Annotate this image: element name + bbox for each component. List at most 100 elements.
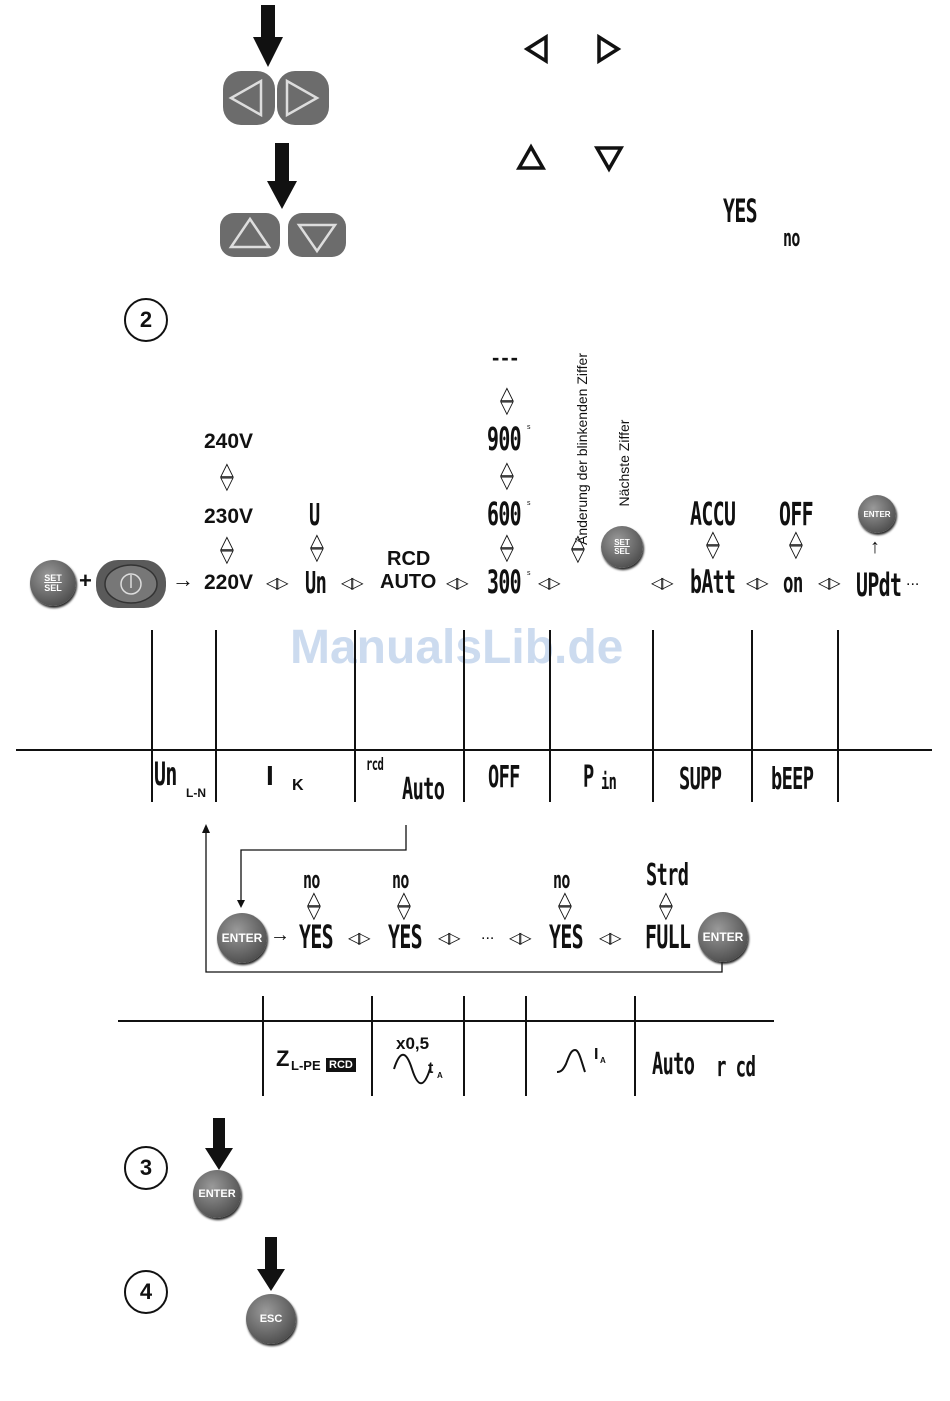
esc-button[interactable]: ESC <box>246 1294 296 1344</box>
table2-divider <box>463 996 465 1096</box>
set-label: SET <box>44 573 62 583</box>
dots-top: --- <box>492 345 520 370</box>
voltage-230: 230V <box>204 505 254 528</box>
table1-beep: bEEP <box>771 762 814 797</box>
up-down-icon: △▽ <box>500 530 514 564</box>
left-right-icon: ◁▷ <box>446 575 469 592</box>
down-arrow-icon <box>267 143 297 209</box>
auto-label: AUTO <box>380 571 437 593</box>
ellipsis: ... <box>906 572 920 589</box>
up-arrow-icon <box>228 216 272 249</box>
down-arrow-icon <box>205 1118 233 1170</box>
voltage-220: 220V <box>204 571 254 594</box>
up-down-icon: △▽ <box>397 888 411 922</box>
left-right-icon: ◁▷ <box>818 575 841 592</box>
table1-divider <box>837 630 839 802</box>
yes-segment: YES <box>549 918 584 956</box>
left-triangle-icon <box>523 33 548 65</box>
down-arrow-icon <box>253 5 283 67</box>
enter-button[interactable]: ENTER <box>858 495 896 533</box>
enter-label: ENTER <box>198 1188 236 1200</box>
seconds-mark: s <box>527 424 531 431</box>
table1-divider <box>354 630 356 802</box>
ia-label: I <box>594 1046 599 1063</box>
table1-in-sub: in <box>601 770 617 795</box>
enter-button-step3[interactable]: ENTER <box>193 1170 241 1218</box>
up-down-icon: △▽ <box>706 527 720 561</box>
updt-segment: UPdt <box>856 566 902 604</box>
left-right-icon: ◁▷ <box>266 575 289 592</box>
table2-rcd: r cd <box>716 1050 756 1083</box>
power-icon <box>120 573 142 595</box>
no-segment: no <box>553 866 570 894</box>
table1-divider <box>751 630 753 802</box>
up-down-buttons-diagram <box>220 143 346 257</box>
sel-label: SEL <box>614 547 630 556</box>
table1-un: Un <box>154 755 177 793</box>
left-right-icon: ◁▷ <box>538 575 561 592</box>
left-right-buttons-diagram <box>223 5 329 125</box>
up-down-icon: △▽ <box>500 458 514 492</box>
table1-divider <box>463 630 465 802</box>
enter-button-right[interactable]: ENTER <box>698 912 748 962</box>
set-sel-button-2[interactable]: SET SEL <box>601 526 643 568</box>
table2-hline <box>118 1020 774 1022</box>
up-down-icon: △▽ <box>220 532 234 566</box>
off-segment: OFF <box>779 495 814 533</box>
yes-segment: YES <box>388 918 423 956</box>
time-900: 900 <box>487 420 522 458</box>
right-arrow: → <box>270 924 290 946</box>
ia-sub: A <box>600 1056 606 1065</box>
up-arrow: ↑ <box>870 536 880 558</box>
table2-divider <box>262 996 264 1096</box>
on-segment: on <box>783 566 803 599</box>
set-sel-button[interactable]: SET SEL <box>30 560 76 606</box>
enter-label: ENTER <box>863 509 891 519</box>
full-segment: FULL <box>645 918 691 956</box>
left-arrow-icon <box>228 78 263 118</box>
right-button <box>277 71 329 125</box>
table1-i: I <box>266 760 274 791</box>
watermark: ManualsLib.de <box>290 621 624 674</box>
enter-button-left[interactable]: ENTER <box>217 913 267 963</box>
left-right-icon: ◁▷ <box>341 575 364 592</box>
table1-divider <box>215 630 217 802</box>
no-segment-label: no <box>783 224 800 252</box>
table1-ln-sub: L-N <box>186 786 206 800</box>
enter-label: ENTER <box>702 930 744 944</box>
left-right-icon: ◁▷ <box>438 930 461 947</box>
table2-divider <box>525 996 527 1096</box>
sine-wave-icon <box>393 1053 431 1085</box>
yes-segment-label: YES <box>723 192 758 230</box>
table1-divider <box>549 630 551 802</box>
power-button[interactable] <box>95 558 167 610</box>
table1-k-sub: K <box>292 777 304 794</box>
plus-sign: + <box>79 568 92 593</box>
strd-segment: Strd <box>646 858 689 893</box>
rcd-label: RCD <box>387 548 431 570</box>
esc-label: ESC <box>259 1313 283 1325</box>
left-right-icon: ◁▷ <box>348 930 371 947</box>
left-right-icon: ◁▷ <box>599 930 622 947</box>
seconds-mark: s <box>527 500 531 507</box>
table1-supp: SUPP <box>679 762 722 797</box>
no-segment: no <box>392 866 409 894</box>
up-down-icon: △▽ <box>310 530 324 564</box>
ellipsis: ... <box>481 926 495 943</box>
left-right-icon: ◁▷ <box>509 930 532 947</box>
z-sub: L-PE <box>291 1058 321 1073</box>
x05-label: x0,5 <box>396 1034 430 1053</box>
step-number-2: 2 <box>124 298 168 342</box>
left-right-icon: ◁▷ <box>746 575 769 592</box>
seconds-mark: s <box>527 570 531 577</box>
batt-segment: bAtt <box>690 563 736 601</box>
table1-divider <box>652 630 654 802</box>
table1-rcd: rcd <box>366 755 384 775</box>
right-arrow-icon <box>285 78 320 118</box>
z-label: Z <box>276 1046 290 1071</box>
u-segment: U <box>309 498 320 533</box>
enter-label: ENTER <box>221 931 263 945</box>
rising-wave-icon <box>556 1048 586 1073</box>
up-down-icon: △▽ <box>307 888 321 922</box>
